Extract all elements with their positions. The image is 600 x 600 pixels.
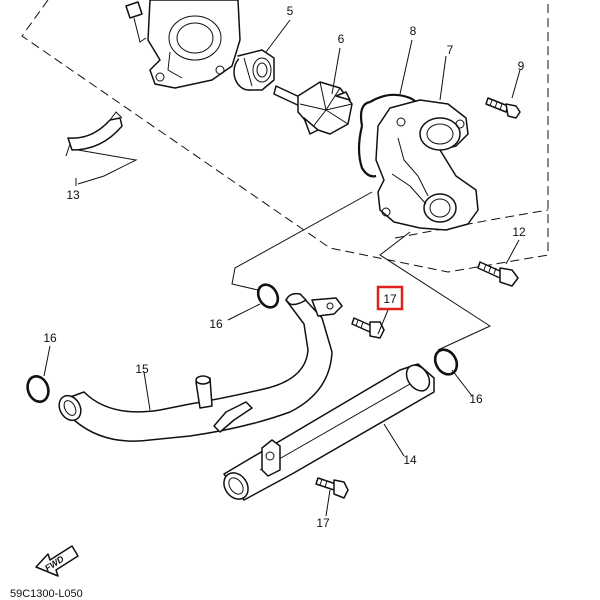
water-pipe-part-15 [58,292,343,442]
o-ring-upper [256,283,280,309]
bolt-part-9 [485,97,521,119]
o-ring-left [26,375,50,403]
o-rings-part-16 [26,283,459,403]
oil-seal-part-5 [233,49,275,91]
callout-labels: 5 6 8 7 9 12 13 16 16 16 15 14 17 17 [43,4,526,530]
reference-lines [231,191,492,351]
bolt-part-12 [477,261,519,287]
assembly-frame-lines [21,0,549,273]
callout-15: 15 [135,362,149,376]
callout-17-highlight-box [376,285,404,311]
callout-8: 8 [410,24,417,38]
callout-17-lower: 17 [316,516,330,530]
callout-13: 13 [66,188,80,202]
callout-9: 9 [518,59,525,73]
pump-cover-part-7 [375,99,479,231]
fwd-arrow-icon: FWD [35,545,79,577]
callout-leaders [43,19,521,517]
callout-7: 7 [447,43,454,57]
callout-12: 12 [512,225,526,239]
bolt-part-17-upper [351,317,385,339]
callout-16-right: 16 [469,392,483,406]
callout-14: 14 [403,453,417,467]
callout-16-upper: 16 [209,317,223,331]
pump-housing [125,0,241,89]
callout-5: 5 [287,4,294,18]
bolt-part-17-lower [315,477,349,499]
clip-part-13 [65,111,123,157]
impeller-part-6 [273,81,353,135]
diagram-code: 59C1300-L050 [10,588,83,600]
water-pipe-part-14 [223,363,435,501]
callout-17-upper: 17 [383,292,397,306]
o-ring-right [433,348,459,376]
callout-16-left: 16 [43,331,57,345]
callout-6: 6 [338,32,345,46]
